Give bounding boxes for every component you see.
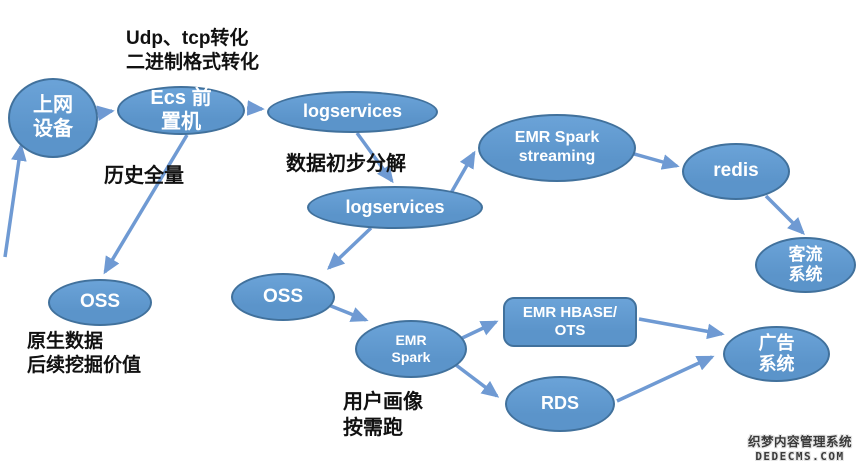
annotation-initial-decompose: 数据初步分解 [286, 152, 406, 178]
node-label: Spark [391, 349, 431, 365]
annotation-line: 数据初步分解 [286, 153, 406, 175]
annotation-line: 后续挖掘价值 [27, 355, 142, 377]
node-label: RDS [540, 393, 579, 414]
arrow-emr-spark-to-emr-hbase [457, 320, 499, 342]
annotation-line: 历史全量 [104, 165, 184, 187]
node-label: logservices [345, 196, 445, 217]
node-label: 系统 [758, 354, 795, 374]
node-redis: redis [682, 143, 790, 200]
node-label: EMR [395, 332, 427, 349]
node-ad-system: 广告 系统 [723, 326, 830, 382]
node-emr-spark: EMR Spark [355, 320, 467, 378]
annotation-line: 按需跑 [343, 416, 403, 439]
node-label: streaming [518, 148, 596, 165]
arrow-emr-hbase-to-ad-system [638, 317, 725, 340]
annotation-line: 原生数据 [27, 331, 104, 352]
arrow-emr-spark-streaming-to-redis [626, 150, 680, 170]
node-label: EMR Spark [514, 129, 600, 147]
node-label: logservices [302, 101, 403, 122]
arrow-logservices2-to-emr-spark-streaming [449, 150, 476, 194]
arrow-ecs-to-oss-left [103, 134, 189, 275]
arrow-redis-to-passenger-system [764, 194, 805, 235]
arrow-emr-spark-to-rds [450, 360, 500, 398]
annotation-line: Udp、tcp转化 [126, 28, 249, 49]
node-label: OSS [262, 285, 304, 307]
watermark-text: DEDECMS.COM [755, 450, 845, 463]
annotation-raw-data: 原生数据 后续挖掘价值 [27, 330, 141, 379]
node-label: 系统 [788, 265, 823, 284]
node-emr-spark-streaming: EMR Spark streaming [478, 114, 636, 182]
dedecms-watermark: 织梦内容管理系统 DEDECMS.COM [742, 431, 858, 463]
arrow-oss-mid-to-emr-spark [325, 302, 369, 322]
node-label: 置机 [161, 110, 201, 133]
node-label: 设备 [33, 118, 73, 140]
annotation-user-profile: 用户画像 按需跑 [343, 390, 423, 441]
node-label: 客流 [788, 244, 823, 264]
annotation-udp-tcp-conversion: Udp、tcp转化 二进制格式转化 [126, 27, 259, 76]
node-ecs-frontend: Ecs 前 置机 [117, 86, 245, 135]
node-label: OTS [554, 322, 586, 339]
node-oss-raw: OSS [48, 279, 152, 326]
arrow-logservices2-to-oss-mid [326, 226, 373, 270]
node-rds: RDS [505, 376, 615, 432]
annotation-history-full: 历史全量 [104, 164, 184, 190]
node-label: EMR HBASE/ [522, 304, 618, 322]
annotation-line: 用户画像 [343, 391, 423, 413]
annotation-line: 二进制格式转化 [126, 52, 260, 74]
node-passenger-flow-system: 客流 系统 [755, 237, 856, 293]
node-emr-hbase-ots: EMR HBASE/ OTS [503, 297, 637, 347]
node-logservices-1: logservices [267, 91, 438, 133]
node-label: OSS [79, 291, 121, 313]
node-label: 上网 [33, 94, 73, 117]
node-label: redis [713, 160, 759, 182]
watermark-text: 织梦内容管理系统 [747, 435, 852, 449]
node-label: 广告 [758, 332, 795, 353]
arrow-device-to-ecs [96, 105, 115, 122]
node-logservices-2: logservices [307, 186, 483, 229]
node-label: Ecs 前 [150, 86, 212, 109]
node-internet-device: 上网 设备 [8, 78, 98, 158]
arrow-rds-to-ad-system [616, 355, 715, 403]
arrow-logservices1-to-logservices2 [355, 131, 394, 184]
node-oss-mid: OSS [231, 273, 335, 321]
arrow-external-to-device [3, 143, 27, 258]
arrow-ecs-to-logservices1 [246, 100, 265, 116]
